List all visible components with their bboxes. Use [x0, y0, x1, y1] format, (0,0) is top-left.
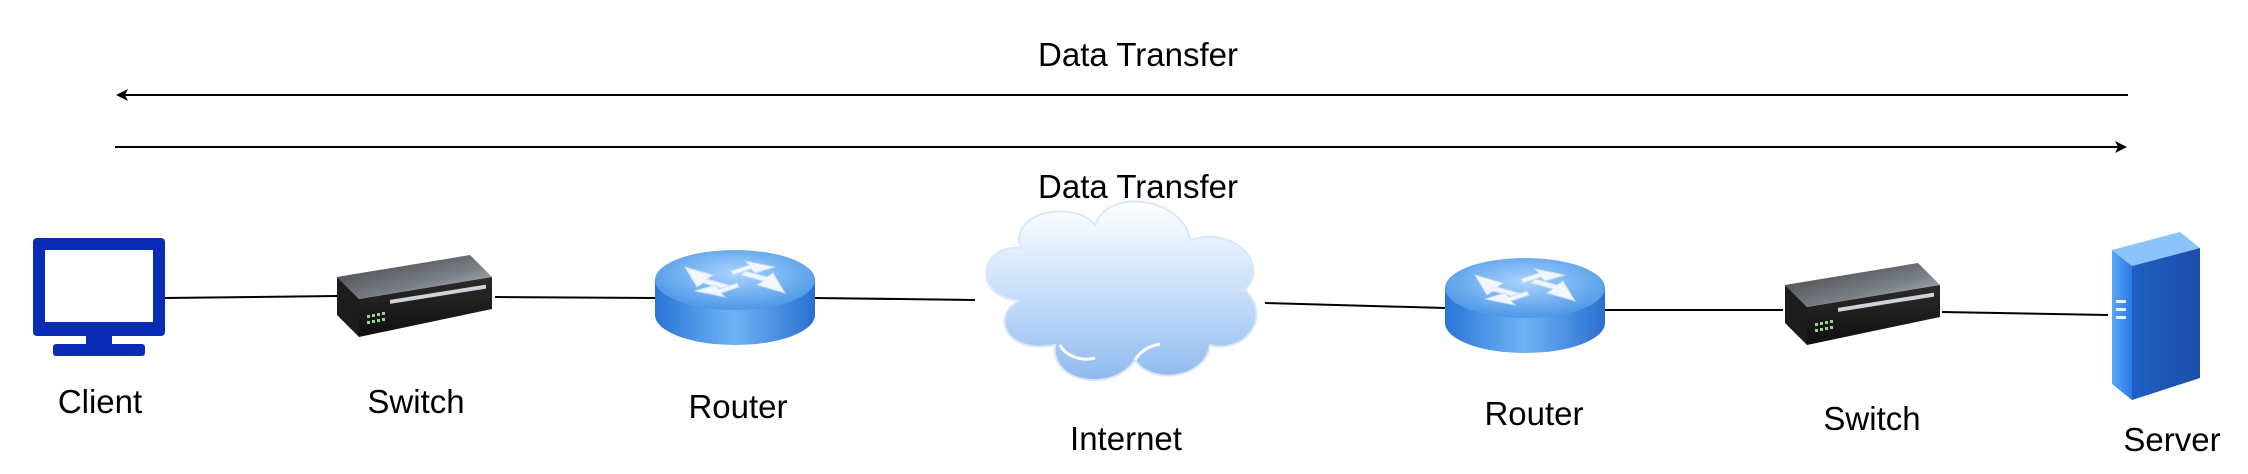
link-switch-server	[1941, 311, 2109, 316]
connection-lines	[164, 295, 2109, 316]
network-switch-icon	[337, 255, 492, 337]
router-icon	[1445, 258, 1605, 353]
node-label-internet: Internet	[1070, 420, 1182, 457]
cloud-icon	[985, 200, 1258, 382]
node-label-client: Client	[57, 383, 143, 420]
server-tower-icon	[2112, 232, 2200, 400]
link-switch-router	[494, 296, 656, 299]
data-transfer-top-label: Data Transfer	[1038, 36, 1238, 73]
node-label-router-right: Router	[1484, 395, 1584, 432]
node-label-server: Server	[2123, 421, 2221, 458]
node-label-switch-right: Switch	[1823, 400, 1921, 437]
network-switch-icon	[1785, 263, 1940, 345]
data-transfer-bottom-label: Data Transfer	[1038, 168, 1238, 205]
router-icon	[655, 250, 815, 345]
link-client-switch	[164, 295, 338, 299]
monitor-icon	[33, 238, 165, 356]
link-internet-router	[1264, 302, 1446, 309]
node-label-switch-left: Switch	[367, 383, 465, 420]
link-router-internet	[814, 297, 976, 301]
node-label-router-left: Router	[688, 388, 788, 425]
